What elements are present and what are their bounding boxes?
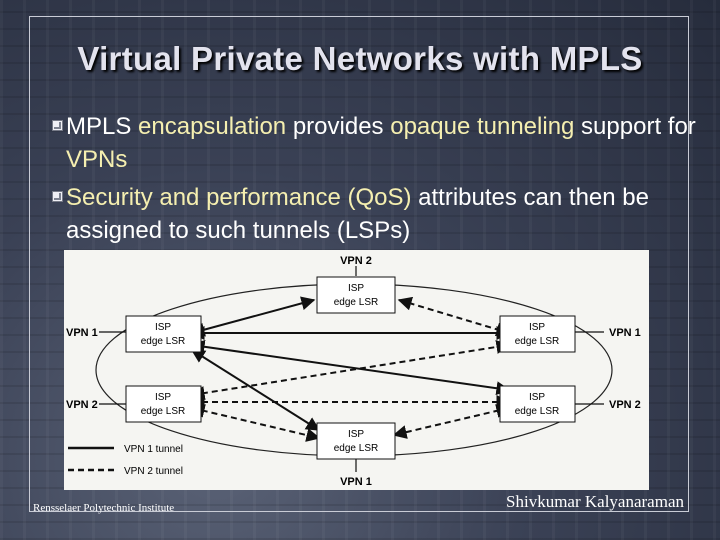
lsr-isp-label: ISP xyxy=(155,392,171,403)
lsr-isp-label: ISP xyxy=(348,283,364,294)
vpn1-tunnel-line xyxy=(192,350,319,430)
lsr-top: ISP edge LSR xyxy=(317,277,395,313)
vpn-site-label: VPN 2 xyxy=(66,399,98,411)
footer-author: Shivkumar Kalyanaraman xyxy=(506,492,684,512)
bullet-1-highlight: VPNs xyxy=(66,146,127,173)
vpn1-tunnel-line xyxy=(192,300,314,333)
lsr-edge-label: edge LSR xyxy=(141,406,185,417)
lsr-edge-label: edge LSR xyxy=(141,336,185,347)
vpn2-tunnel-line xyxy=(394,408,509,435)
legend: VPN 1 tunnel VPN 2 tunnel xyxy=(68,444,183,477)
bullet-1-part: MPLS xyxy=(66,113,138,140)
bullet-1-highlight: encapsulation xyxy=(138,113,286,140)
bullet-2: Security and performance (QoS) attribute… xyxy=(58,181,698,247)
lsr-edge-label: edge LSR xyxy=(515,336,559,347)
lsr-right-upper: ISP edge LSR xyxy=(500,316,575,352)
network-diagram-svg: ISP edge LSR ISP edge LSR ISP edge LSR I… xyxy=(64,250,649,490)
vpn-site-label: VPN 1 xyxy=(66,327,98,339)
bullet-2-highlight: Qo xyxy=(355,184,387,211)
bullet-1-part: support for xyxy=(574,113,695,140)
vpn2-tunnel-line xyxy=(399,300,509,333)
lsr-isp-label: ISP xyxy=(529,322,545,333)
lsr-bottom: ISP edge LSR xyxy=(317,423,395,459)
vpn-site-label: VPN 1 xyxy=(340,476,372,488)
bullet-1: MPLS encapsulation provides opaque tunne… xyxy=(58,110,698,176)
vpn2-tunnel-line xyxy=(192,408,319,438)
legend-vpn1-label: VPN 1 tunnel xyxy=(124,444,183,455)
lsr-isp-label: ISP xyxy=(348,429,364,440)
footer-institution: Rensselaer Polytechnic Institute xyxy=(33,502,174,514)
lsr-isp-label: ISP xyxy=(155,322,171,333)
lsr-isp-label: ISP xyxy=(529,392,545,403)
lsr-right-lower: ISP edge LSR xyxy=(500,386,575,422)
vpn-site-label: VPN 2 xyxy=(609,399,641,411)
bullet-2-highlight: Security and performance ( xyxy=(66,184,355,211)
bullet-1-part: provides xyxy=(286,113,390,140)
lsr-left-lower: ISP edge LSR xyxy=(126,386,201,422)
checkbox-bullet-icon xyxy=(52,120,63,131)
checkbox-bullet-icon xyxy=(52,191,63,202)
bullet-list: MPLS encapsulation provides opaque tunne… xyxy=(58,110,698,252)
bullet-1-highlight: opaque tunneling xyxy=(390,113,574,140)
bullet-2-highlight: S) xyxy=(387,184,411,211)
vpn-site-label: VPN 1 xyxy=(609,327,641,339)
vpn-site-label: VPN 2 xyxy=(340,255,372,267)
mpls-vpn-diagram: ISP edge LSR ISP edge LSR ISP edge LSR I… xyxy=(64,250,649,490)
lsr-edge-label: edge LSR xyxy=(334,443,378,454)
legend-vpn2-label: VPN 2 tunnel xyxy=(124,466,183,477)
lsr-left-upper: ISP edge LSR xyxy=(126,316,201,352)
lsr-edge-label: edge LSR xyxy=(515,406,559,417)
slide-title: Virtual Private Networks with MPLS xyxy=(0,40,720,78)
lsr-edge-label: edge LSR xyxy=(334,297,378,308)
